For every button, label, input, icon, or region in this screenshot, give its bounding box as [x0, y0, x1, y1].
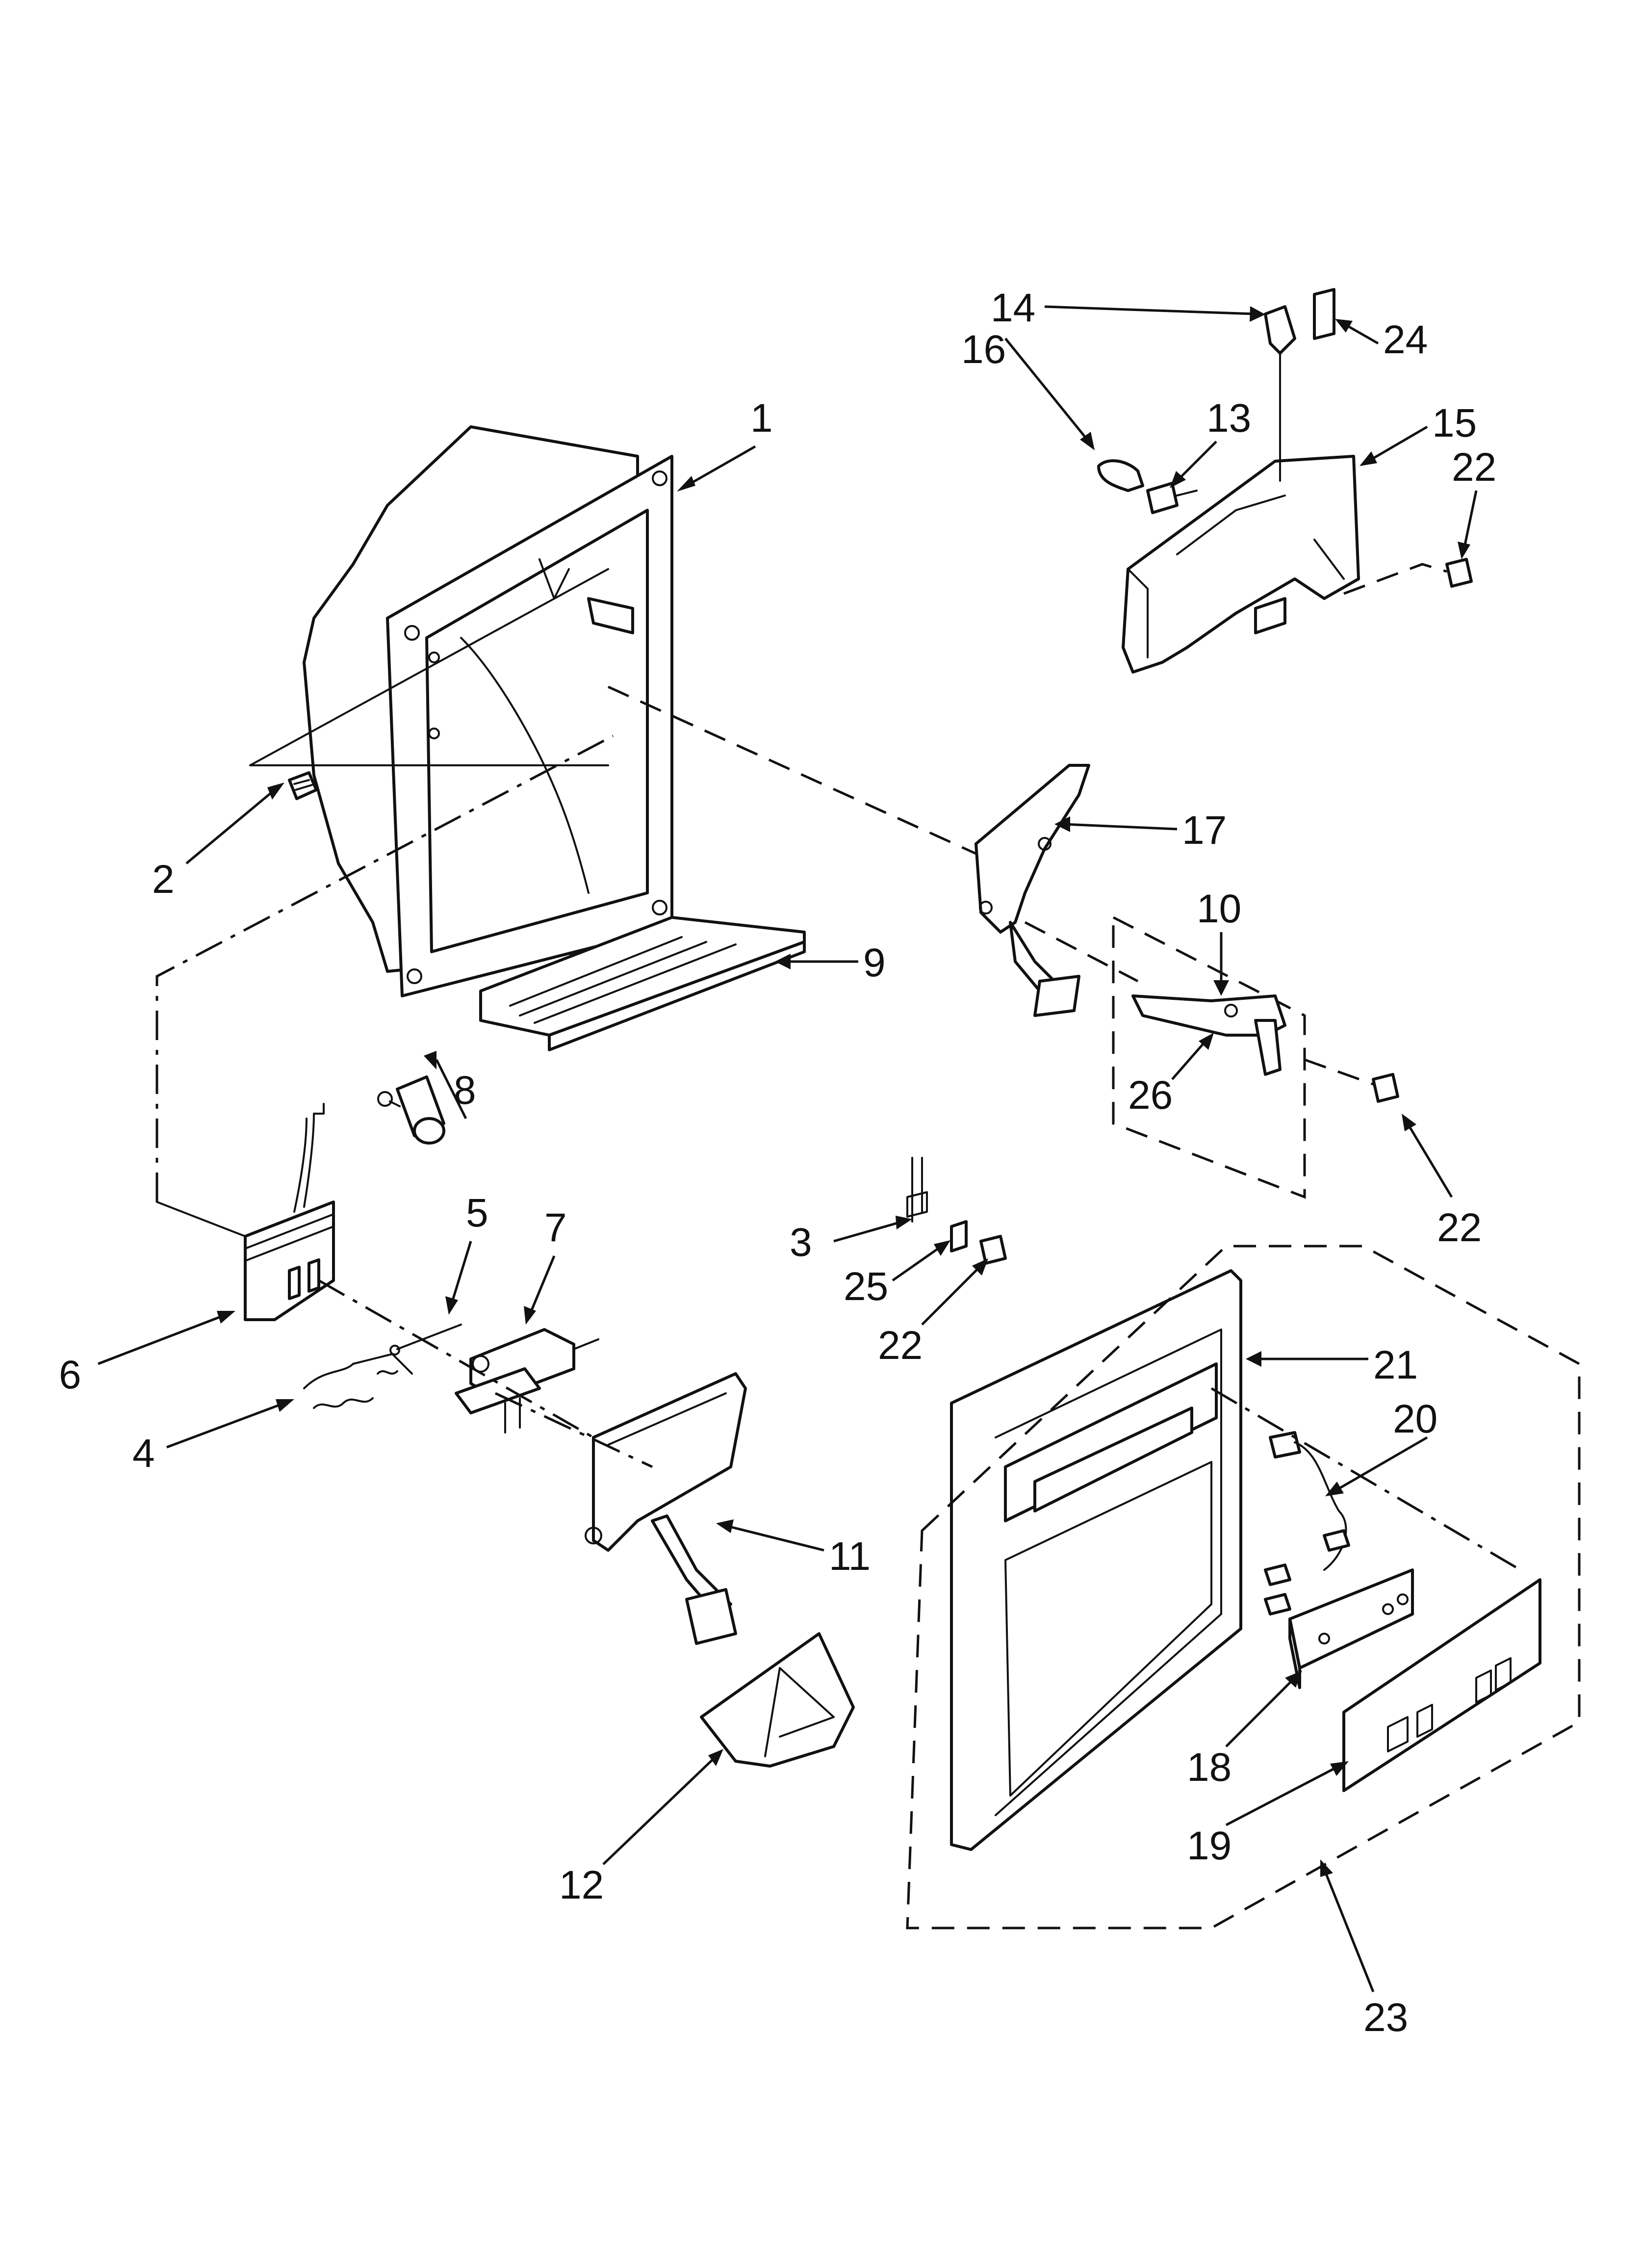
part-9-drip-tray[interactable] [479, 916, 806, 1051]
part-12-ice-chute[interactable] [700, 1632, 855, 1768]
part-10-lever-assembly[interactable] [1112, 915, 1306, 1199]
callout-23: 23 [1363, 1995, 1408, 2040]
callout-2: 2 [152, 857, 175, 902]
callout-13: 13 [1206, 396, 1251, 441]
part-25-tab[interactable] [950, 1220, 968, 1252]
callout-22-top: 22 [1452, 445, 1496, 490]
part-8-damper-knob[interactable] [377, 1075, 445, 1145]
callout-8: 8 [454, 1068, 476, 1113]
callout-16: 16 [961, 327, 1006, 372]
callout-24: 24 [1383, 317, 1428, 362]
part-20-wire-harness[interactable] [1264, 1431, 1350, 1616]
callout-7: 7 [544, 1205, 567, 1250]
callout-22-lower: 22 [878, 1323, 923, 1368]
leader-lines [98, 305, 1478, 1992]
part-22-screw-top[interactable] [1445, 558, 1473, 588]
callout-6: 6 [59, 1353, 81, 1397]
reference-lines [155, 563, 1521, 1571]
callout-26: 26 [1128, 1073, 1173, 1118]
part-17-actuator-arm[interactable] [975, 764, 1090, 1017]
part-14-switch[interactable] [1264, 305, 1296, 482]
callout-14: 14 [991, 286, 1035, 330]
callout-15: 15 [1432, 401, 1477, 445]
callout-1: 1 [750, 396, 773, 441]
part-21-front-panel[interactable] [950, 1269, 1242, 1851]
part-7-solenoid-bracket[interactable] [455, 1328, 599, 1434]
part-6-motor-assembly[interactable] [244, 1103, 335, 1321]
callout-18: 18 [1187, 1745, 1232, 1790]
callout-labels: 1 2 3 4 5 6 7 8 9 10 11 12 13 14 15 16 1… [59, 286, 1496, 2040]
part-13-socket[interactable] [1146, 482, 1198, 514]
part-22-screw-middle[interactable] [1372, 1073, 1399, 1103]
callout-10: 10 [1197, 886, 1241, 931]
callout-21: 21 [1373, 1343, 1418, 1387]
callout-11: 11 [829, 1534, 871, 1579]
callout-3: 3 [790, 1220, 812, 1265]
callout-20: 20 [1393, 1397, 1437, 1441]
part-3-clip[interactable] [906, 1157, 928, 1223]
callout-4: 4 [132, 1431, 155, 1476]
callout-22-middle: 22 [1437, 1205, 1482, 1250]
part-1-dispenser-housing[interactable] [303, 425, 673, 997]
callout-25: 25 [844, 1264, 888, 1309]
part-24-bracket-plate[interactable] [1313, 288, 1335, 340]
callout-17: 17 [1182, 808, 1227, 853]
part-11-ice-lever[interactable] [585, 1372, 747, 1645]
part-2-screw[interactable] [288, 771, 318, 800]
callout-19: 19 [1187, 1824, 1232, 1868]
part-4-spring[interactable] [303, 1353, 413, 1409]
part-15-light-housing[interactable] [1122, 455, 1360, 674]
assembly-23-outline [906, 1245, 1581, 1929]
callout-9: 9 [863, 940, 886, 985]
part-5-pin[interactable] [389, 1324, 462, 1356]
callout-12: 12 [559, 1863, 604, 1907]
callout-5: 5 [466, 1191, 488, 1235]
part-22-screw-lower[interactable] [979, 1235, 1007, 1265]
part-16-bulb[interactable] [1097, 459, 1144, 492]
part-18-control-board[interactable] [1288, 1568, 1414, 1689]
